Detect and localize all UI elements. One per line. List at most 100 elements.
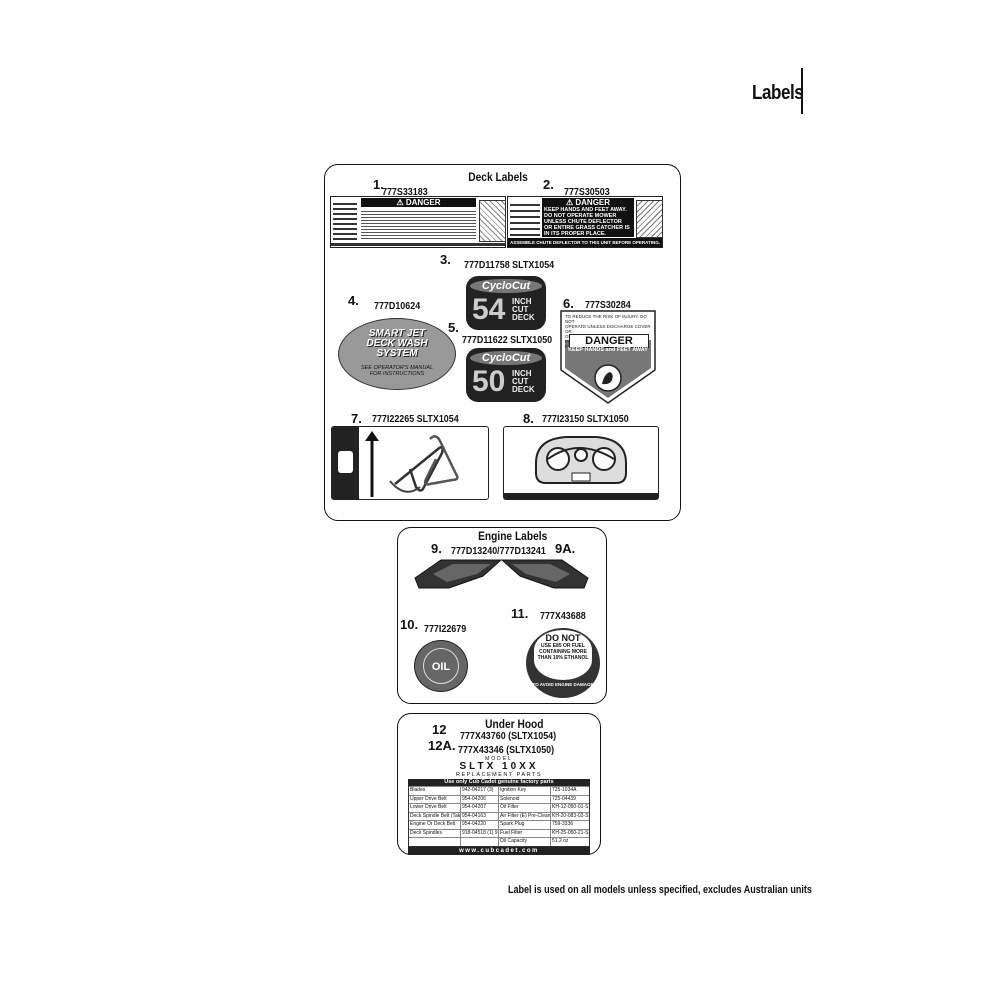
item-1-number: 1. bbox=[373, 177, 384, 192]
footnote: Label is used on all models unless speci… bbox=[508, 884, 812, 896]
table-cell: KH-20-083-02-S1 bbox=[552, 812, 589, 819]
item-3-unit-inch: INCH bbox=[512, 297, 532, 306]
table-cell: 954-04220 bbox=[461, 821, 499, 829]
item-12-number: 12 bbox=[432, 722, 447, 737]
item-4-sub-line: FOR INSTRUCTIONS bbox=[369, 371, 425, 377]
table-cell: Solenoid bbox=[499, 795, 551, 803]
item-3-unit-cut: CUT bbox=[512, 305, 529, 314]
item-12-parts-card: MODEL SLTX 10XX REPLACEMENT PARTS Use on… bbox=[408, 756, 590, 855]
table-cell: Lower Drive Belt bbox=[409, 804, 461, 812]
item-11-ethanol-decal: DO NOT USE E85 OR FUEL CONTAINING MORE T… bbox=[526, 628, 600, 698]
table-cell bbox=[409, 838, 461, 846]
item-3-part-number: 777D11758 SLTX1054 bbox=[464, 259, 555, 271]
item-8-part-number: 777I23150 SLTX1050 bbox=[542, 413, 629, 425]
item-5-part-number: 777D11622 SLTX1050 bbox=[462, 334, 553, 346]
item-5-unit-cut: CUT bbox=[512, 377, 529, 386]
header-divider bbox=[801, 68, 803, 114]
item-8-number: 8. bbox=[523, 411, 534, 426]
item-8-deck-diagram bbox=[503, 426, 659, 500]
item-4-subtext: SEE OPERATOR'S MANUAL FOR INSTRUCTIONS bbox=[339, 365, 455, 377]
item-1-part-number: 777S33183 bbox=[382, 186, 428, 198]
table-cell: Oil Capacity bbox=[499, 838, 551, 846]
item-11-ring-text: TO AVOID ENGINE DAMAGE bbox=[532, 682, 594, 687]
item-5-size: 50 bbox=[472, 365, 506, 398]
item-2-danger-text: DANGER bbox=[575, 198, 611, 207]
item-11-line: THAN 10% ETHANOL bbox=[537, 655, 589, 661]
item-2-part-number: 777S30503 bbox=[564, 186, 610, 198]
item-9a-number: 9A. bbox=[555, 541, 576, 556]
item-6-danger-text: DANGER bbox=[569, 334, 649, 348]
item-5-cyclocut-decal: CycloCut 50 INCH CUT DECK bbox=[466, 348, 546, 402]
table-cell: KH-25-050-21-S bbox=[552, 829, 589, 836]
item-1-label: ⚠ DANGER bbox=[330, 196, 506, 248]
item-3-size: 54 bbox=[472, 293, 506, 326]
model-name: SLTX 10XX bbox=[459, 761, 539, 772]
item-3-unit-deck: DECK bbox=[512, 313, 535, 322]
item-12a-part-number: 777X43346 (SLTX1050) bbox=[458, 744, 555, 756]
item-6-keep-away: KEEP HANDS and FEET AWAY bbox=[568, 347, 648, 353]
table-cell bbox=[461, 838, 499, 846]
table-cell: Air Filter (E) Pre-Cleaner bbox=[500, 812, 551, 820]
table-cell: 51.2 oz bbox=[552, 838, 569, 844]
item-1-pictogram-left bbox=[333, 200, 357, 240]
item-4-sub-line: SEE OPERATOR'S MANUAL bbox=[360, 365, 434, 371]
item-7-belt-route bbox=[365, 431, 459, 497]
item-6-number: 6. bbox=[563, 296, 574, 311]
item-2-line: OR ENTIRE GRASS CATCHER IS bbox=[544, 225, 630, 231]
item-5-brand: CycloCut bbox=[470, 351, 542, 365]
item-7-belt-diagram bbox=[331, 426, 489, 500]
table-cell: 725-04439 bbox=[552, 795, 576, 802]
website-banner: www.cubcadet.com bbox=[408, 846, 590, 855]
engine-labels-title: Engine Labels bbox=[478, 529, 548, 543]
item-9-kohler-decal bbox=[414, 559, 503, 589]
item-3-cyclocut-decal: CycloCut 54 INCH CUT DECK bbox=[466, 276, 546, 330]
table-cell: Ignition Key bbox=[499, 787, 551, 795]
table-cell: 954-04207 bbox=[461, 804, 499, 812]
item-4-deck-wash-decal: SMART JET DECK WASH SYSTEM SEE OPERATOR'… bbox=[338, 318, 456, 390]
item-5-unit-deck: DECK bbox=[512, 385, 535, 394]
table-cell: Deck Spindle Belt (Takeup) bbox=[410, 812, 461, 820]
item-2-footer: ASSEMBLE CHUTE DEFLECTOR TO THIS UNIT BE… bbox=[508, 238, 662, 247]
genuine-parts-banner: Use only Cub Cadet genuine factory parts bbox=[408, 779, 590, 786]
under-hood-title: Under Hood bbox=[485, 717, 544, 731]
item-6-warn-line: TO REDUCE THE RISK OF INJURY, DO NOT bbox=[565, 314, 647, 324]
table-cell: KH-12-050-01-S bbox=[552, 804, 589, 810]
table-cell: 918-04518 (1) 918-04519 (1) bbox=[462, 829, 499, 837]
item-1-fine-print bbox=[361, 209, 476, 241]
item-12a-number: 12A. bbox=[428, 738, 456, 753]
item-4-line: SMART JET bbox=[368, 328, 426, 339]
item-1-pictogram-right bbox=[479, 200, 506, 242]
table-cell: Oil Filter bbox=[499, 804, 551, 812]
item-8-footer-strip bbox=[504, 493, 658, 499]
item-4-line: DECK WASH bbox=[366, 338, 428, 349]
item-3-brand: CycloCut bbox=[470, 279, 542, 293]
item-5-unit-inch: INCH bbox=[512, 369, 532, 378]
item-2-line: DO NOT OPERATE MOWER bbox=[544, 213, 617, 219]
item-5-units: INCH CUT DECK bbox=[512, 370, 535, 394]
page-title: Labels bbox=[752, 82, 804, 104]
item-4-number: 4. bbox=[348, 293, 359, 308]
item-2-line: KEEP HANDS AND FEET AWAY. bbox=[544, 207, 627, 213]
item-5-number: 5. bbox=[448, 320, 459, 335]
item-11-do-not: DO NOT bbox=[545, 633, 581, 643]
item-7-side-icon bbox=[338, 451, 353, 473]
item-2-line: IN ITS PROPER PLACE. bbox=[544, 231, 607, 237]
item-10-oil-text: OIL bbox=[423, 648, 459, 684]
item-6-warn-line: OPERATE UNLESS DISCHARGE COVER OR bbox=[565, 324, 651, 334]
item-4-part-number: 777D10624 bbox=[374, 300, 421, 312]
item-2-warning-text: KEEP HANDS AND FEET AWAY. DO NOT OPERATE… bbox=[542, 207, 634, 237]
item-6-part-number: 777S30284 bbox=[585, 299, 631, 311]
item-1-footer-strip bbox=[331, 243, 505, 246]
item-12-part-number: 777X43760 (SLTX1054) bbox=[460, 730, 557, 742]
item-3-number: 3. bbox=[440, 252, 451, 267]
item-1-danger-banner: ⚠ DANGER bbox=[361, 198, 476, 207]
item-2-label: ⚠ DANGER KEEP HANDS AND FEET AWAY. DO NO… bbox=[507, 196, 663, 248]
item-1-danger-text: DANGER bbox=[405, 198, 441, 207]
table-cell: 725-1034A bbox=[552, 787, 577, 793]
